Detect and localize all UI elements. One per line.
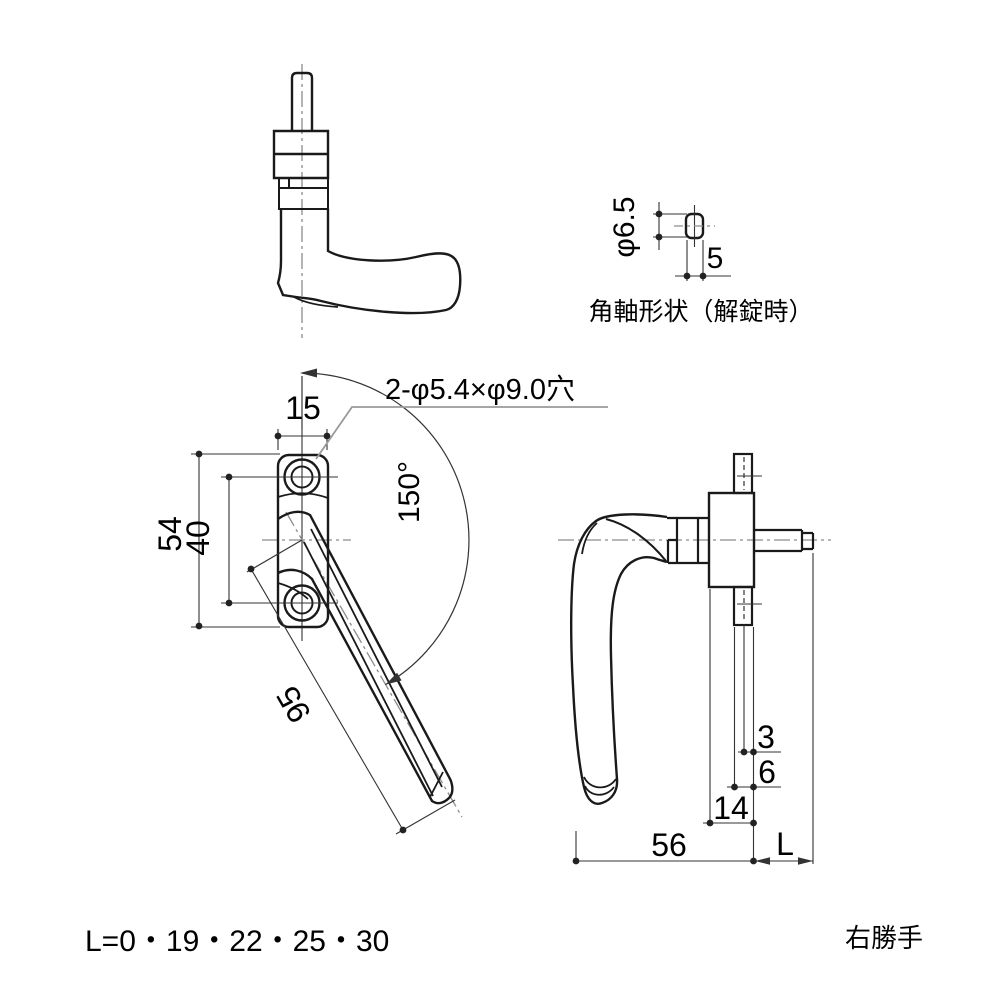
front-dim-dots: [195, 432, 407, 834]
dim-label-width5: 5: [707, 242, 724, 275]
front-extension-lines: [191, 376, 456, 835]
dim-label-150: 150°: [393, 461, 426, 523]
detail-caption: 角軸形状（解錠時）: [588, 298, 813, 326]
rotation-arc: [301, 372, 470, 686]
screw-axis-ticks: [737, 475, 762, 605]
footnotes: L=0・19・22・25・30 右勝手: [85, 923, 923, 958]
handing-note: 右勝手: [845, 923, 923, 953]
dim-arrow-L-left: [755, 857, 770, 865]
front-dimension-lines: [198, 435, 404, 831]
side-view: 3 6 14 56 L: [558, 452, 831, 865]
lever-top-accent: [293, 296, 339, 308]
shaft-outline: [290, 71, 314, 131]
lever-front-outline: [277, 510, 454, 805]
handle-inner-shoulder: [605, 518, 667, 562]
dim-label-holes: 2-φ5.4×φ9.0穴: [385, 373, 575, 406]
handle-bend-accent: [581, 522, 598, 555]
plate-shoulder-arch: [277, 492, 329, 499]
plate-tab-top: [732, 452, 754, 495]
hole-note-leader: [315, 406, 608, 460]
collar-block-a: [272, 129, 330, 180]
dim-label-3: 3: [757, 719, 775, 755]
lever-top-outline: [276, 209, 462, 315]
handle-tip-rims: [583, 776, 617, 796]
dim-label-diameter: φ6.5: [608, 196, 641, 257]
dim-label-14: 14: [713, 790, 749, 826]
handle-side-outline: [569, 513, 668, 805]
collar-block-b: [278, 177, 329, 210]
plate-tab-bottom: [732, 585, 754, 627]
dim-label-54: 54: [152, 516, 188, 552]
dim-label-56: 56: [651, 827, 687, 863]
detail-extension-lines: [653, 202, 731, 281]
side-extension-lines: [575, 553, 814, 864]
shaft-detail-view: φ6.5 5 角軸形状（解錠時）: [588, 196, 813, 326]
spindle-shaft: [754, 528, 815, 553]
side-dim-dots: [572, 748, 757, 865]
dim-label-L: L: [776, 826, 794, 862]
arc-arrow-top: [300, 368, 317, 378]
top-view: [272, 64, 462, 338]
dim-label-40: 40: [180, 520, 216, 556]
dim-arrow-L-right: [798, 857, 813, 865]
dim-label-15: 15: [285, 390, 321, 426]
lever-spine-lines: [303, 528, 443, 797]
plate-lower-arch: [277, 582, 309, 600]
arc-arrow-bottom: [385, 672, 402, 685]
detail-dim-dots: [655, 210, 707, 280]
dim-label-6: 6: [758, 754, 776, 790]
neck-lines: [666, 516, 709, 565]
front-view: 2-φ5.4×φ9.0穴 15 54 40 95 150°: [152, 368, 608, 835]
mounting-plate: [276, 453, 330, 629]
length-variants-note: L=0・19・22・25・30: [85, 925, 389, 958]
dim-label-95: 95: [269, 680, 318, 729]
plate-section-body: [707, 491, 756, 589]
